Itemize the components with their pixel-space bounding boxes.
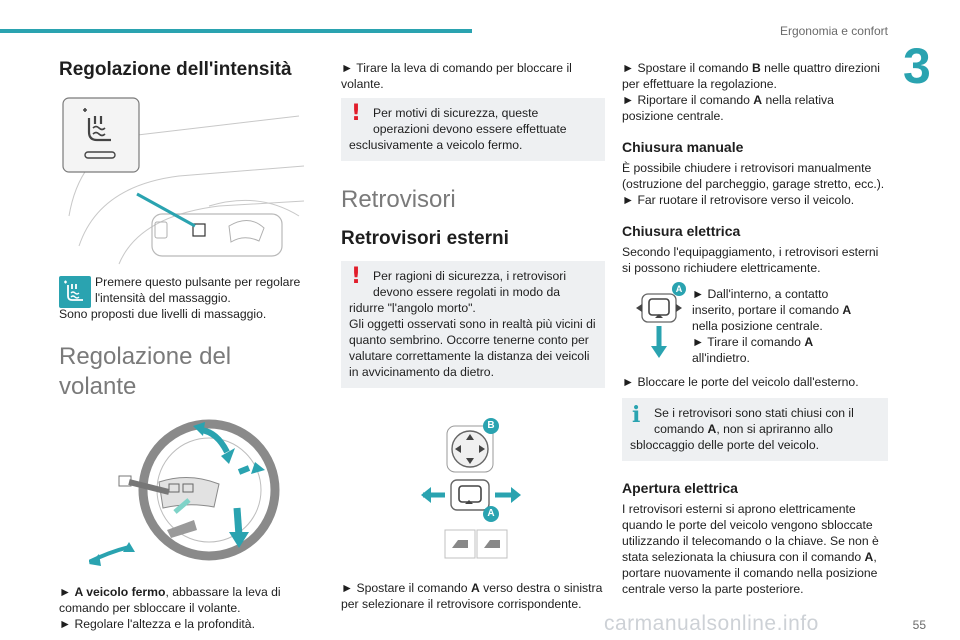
lock-lever-step: ► Tirare la leva di comando per bloccare…: [341, 61, 572, 91]
warning-icon: !: [351, 101, 362, 126]
electric-folding-text: Secondo l'equipaggiamento, i retrovisori…: [622, 245, 879, 275]
page-number: 55: [912, 618, 926, 632]
electric-folding-steps: A ► Dall'interno, a contatto inserito, p…: [622, 282, 888, 365]
steering-steps: ► A veicolo fermo, abbassare la leva di …: [59, 585, 281, 631]
mirror-joystick-icon: [421, 425, 521, 559]
seat-control-icon: [62, 97, 305, 265]
label-a-badge: A: [483, 506, 499, 522]
heading-massage-intensity: Regolazione dell'intensità: [59, 59, 292, 80]
header-accent-bar: [0, 29, 472, 33]
info-icon: i: [632, 402, 641, 428]
label-b-badge: B: [483, 418, 499, 434]
steering-wheel-icon: [89, 419, 280, 566]
seat-illustration: [59, 96, 307, 266]
warning-note-blind-spot: ! Per ragioni di sicurezza, i retrovisor…: [341, 261, 605, 388]
mirror-adjust-steps: ► Spostare il comando B nelle quattro di…: [622, 61, 881, 123]
column-left: Regolazione dell'intensità: [59, 52, 307, 632]
fold-step-text: ► Dall'interno, a contatto inserito, por…: [692, 287, 852, 365]
section-title: Ergonomia e confort: [779, 24, 888, 38]
heading-mirrors: Retrovisori: [341, 186, 456, 213]
fold-control-icon: [636, 293, 682, 358]
column-right: ► Spostare il comando B nelle quattro di…: [622, 52, 888, 597]
fold-control-illustration: A: [634, 282, 686, 360]
heading-manual-folding: Chiusura manuale: [622, 139, 744, 155]
watermark: carmanualsonline.info: [604, 612, 819, 635]
column-middle: ► Tirare la leva di comando per bloccare…: [341, 52, 605, 612]
heading-steering-adjustment: Regolazione del volante: [59, 343, 232, 400]
warning-icon: !: [351, 264, 362, 289]
lock-doors-step: ► Bloccare le porte del veicolo dall'est…: [622, 375, 859, 389]
steering-illustration: [89, 412, 289, 572]
heading-exterior-mirrors: Retrovisori esterni: [341, 228, 509, 249]
label-a-badge: A: [672, 282, 686, 296]
manual-folding-text: È possibile chiudere i retrovisori manua…: [622, 161, 885, 207]
massage-icon: [64, 280, 83, 301]
info-note-folding: i Se i retrovisori sono stati chiusi con…: [622, 398, 888, 461]
massage-instruction: Premere questo pulsante per regolare l'i…: [59, 275, 301, 321]
heading-electric-opening: Apertura elettrica: [622, 480, 738, 496]
mirror-control-illustration: B A: [421, 418, 531, 566]
mirror-select-step: ► Spostare il comando A verso destra o s…: [341, 581, 603, 611]
chapter-number: 3: [903, 38, 931, 94]
massage-button-icon: [59, 276, 91, 308]
heading-electric-folding: Chiusura elettrica: [622, 223, 741, 239]
warning-note-safety: ! Per motivi di sicurezza, queste operaz…: [341, 98, 605, 161]
electric-opening-text: I retrovisori esterni si aprono elettric…: [622, 502, 879, 596]
